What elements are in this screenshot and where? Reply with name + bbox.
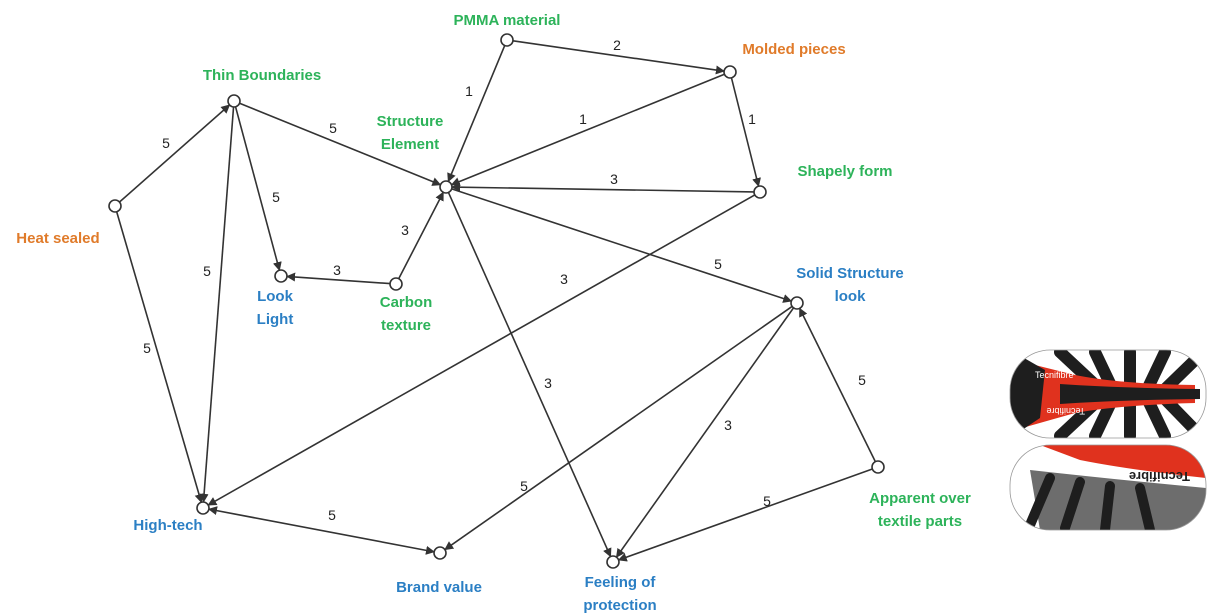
edge-weight-heat-to-hightech: 5	[143, 340, 151, 356]
node-label-shapely: Shapely form	[797, 163, 892, 180]
node-apparent	[871, 460, 885, 474]
black-ribs-bottom	[1025, 473, 1155, 530]
edge-molded-to-shapely	[730, 77, 761, 188]
edge-weight-hightech-to-brand: 5	[328, 507, 336, 523]
edges-layer	[115, 40, 877, 562]
node-molded	[723, 65, 737, 79]
edge-weight-solid-to-brand: 5	[520, 478, 528, 494]
edge-shapely-to-hightech	[207, 194, 756, 506]
edge-weight-apparent-to-solid: 5	[858, 372, 866, 388]
edge-thin-to-looklight	[234, 106, 282, 272]
edge-weight-pmma-to-molded: 2	[613, 37, 621, 53]
edge-thin-to-structure	[239, 102, 442, 186]
edge-heat-to-thin	[118, 104, 231, 203]
node-label-brand: Brand value	[396, 579, 482, 596]
edge-carbon-to-looklight	[286, 272, 391, 285]
edge-pmma-to-structure	[447, 45, 506, 183]
edge-weight-thin-to-structure: 5	[329, 120, 337, 136]
black-tip	[1010, 350, 1045, 438]
edge-apparent-to-solid	[798, 307, 877, 462]
node-pmma	[500, 33, 514, 47]
edge-shapely-to-structure	[451, 182, 755, 193]
edge-hightech-to-brand	[208, 506, 435, 555]
product-image: Tecnifibre Tecnifibre Tecnifibre	[1009, 349, 1207, 531]
node-feeling	[606, 555, 620, 569]
edge-apparent-to-feeling	[617, 468, 873, 562]
edge-weight-solid-to-feeling: 3	[724, 417, 732, 433]
edge-weight-pmma-to-structure: 1	[465, 83, 473, 99]
edge-structure-to-feeling	[447, 192, 612, 558]
edge-weights-layer: 2 1 1 1 3 5 5 5 5 5 3 3 5 3 3 5 5 3 5 5	[143, 37, 866, 523]
edge-weight-structure-to-solid: 5	[714, 256, 722, 272]
edge-solid-to-feeling	[615, 307, 795, 558]
red-top-band	[1040, 445, 1206, 478]
node-label-molded: Molded pieces	[742, 41, 845, 58]
node-label-hightech: High-tech	[133, 517, 202, 534]
edge-weight-thin-to-looklight: 5	[272, 189, 280, 205]
edge-thin-to-hightech	[199, 106, 235, 503]
node-structure	[439, 180, 453, 194]
node-hightech	[196, 501, 210, 515]
edge-weight-carbon-to-looklight: 3	[333, 262, 341, 278]
nodes-layer	[108, 33, 885, 569]
edge-solid-to-brand	[444, 305, 793, 551]
edge-carbon-to-structure	[398, 191, 444, 280]
edge-weight-structure-to-feeling: 3	[544, 375, 552, 391]
edge-weight-shapely-to-hightech: 3	[560, 271, 568, 287]
edge-weight-molded-to-shapely: 1	[748, 111, 756, 127]
edge-weight-thin-to-hightech: 5	[203, 263, 211, 279]
node-brand	[433, 546, 447, 560]
edge-weight-molded-to-structure: 1	[579, 111, 587, 127]
node-label-pmma: PMMA material	[454, 12, 561, 29]
node-looklight	[274, 269, 288, 283]
brand-text-top-mirrored: Tecnifibre	[1046, 406, 1085, 416]
black-center	[1060, 384, 1200, 404]
node-label-heat: Heat sealed	[16, 230, 99, 247]
node-heat	[108, 199, 122, 213]
edge-molded-to-structure	[450, 73, 725, 186]
edge-pmma-to-molded	[512, 40, 725, 75]
edge-weight-shapely-to-structure: 3	[610, 171, 618, 187]
edge-heat-to-hightech	[115, 211, 204, 504]
product-top-piece: Tecnifibre Tecnifibre	[1010, 350, 1206, 438]
brand-text-top: Tecnifibre	[1035, 370, 1074, 380]
node-shapely	[753, 185, 767, 199]
product-bottom-piece: Tecnifibre	[1010, 445, 1206, 530]
edge-weight-apparent-to-feeling: 5	[763, 493, 771, 509]
edge-structure-to-solid	[451, 188, 793, 303]
edge-weight-heat-to-thin: 5	[162, 135, 170, 151]
node-carbon	[389, 277, 403, 291]
node-label-thin: Thin Boundaries	[203, 67, 321, 84]
node-solid	[790, 296, 804, 310]
edge-weight-carbon-to-structure: 3	[401, 222, 409, 238]
node-thin	[227, 94, 241, 108]
brand-text-bottom: Tecnifibre	[1129, 469, 1190, 484]
